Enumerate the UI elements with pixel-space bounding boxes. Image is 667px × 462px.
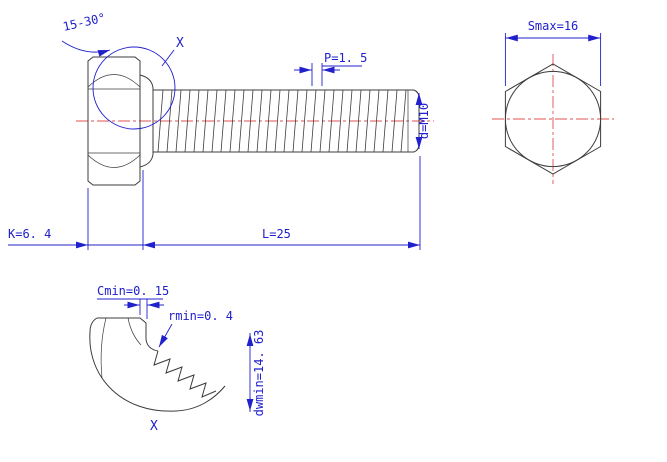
length-label: L=25 xyxy=(262,227,291,241)
rmin-leader xyxy=(158,323,173,348)
head-height-label: K=6. 4 xyxy=(8,227,51,241)
detail-break-line xyxy=(89,317,226,412)
detail-facet-arc-1 xyxy=(100,317,107,379)
bolt-head-outline xyxy=(87,56,141,186)
thread-size-label: d=M10 xyxy=(417,103,431,139)
main-view: X 15-30° P=1. 5 d=M10 K=6. 4 L=25 xyxy=(8,11,434,250)
angle-leader-arc xyxy=(61,40,111,57)
shank-end-cap xyxy=(413,89,420,153)
head-chamfer-arc-top xyxy=(87,74,141,88)
detail-head-edge xyxy=(97,317,159,352)
detail-view: Cmin=0. 15 rmin=0. 4 dwmin=14. 63 X xyxy=(89,284,266,434)
washer-face-profile xyxy=(139,74,154,168)
chamfer-min-label: Cmin=0. 15 xyxy=(97,284,169,298)
inscribed-circle xyxy=(504,70,602,168)
detail-view-marker-label: X xyxy=(150,419,158,434)
detail-thread-profile xyxy=(153,350,217,398)
detail-facet-arc-2 xyxy=(127,317,142,346)
thread-hatching xyxy=(156,90,408,152)
pitch-label: P=1. 5 xyxy=(324,51,367,65)
fillet-min-label: rmin=0. 4 xyxy=(168,309,233,323)
detail-marker-leader xyxy=(161,49,175,67)
washer-face-min-label: dwmin=14. 63 xyxy=(252,330,266,417)
head-chamfer-arc-bottom xyxy=(87,154,141,168)
across-flats-label: Smax=16 xyxy=(528,19,579,33)
detail-marker-label: X xyxy=(176,36,184,51)
chamfer-angle-label: 15-30° xyxy=(62,11,107,34)
end-view: Smax=16 xyxy=(492,19,614,184)
hexagon-outline xyxy=(504,63,602,175)
detail-circle xyxy=(92,46,176,130)
